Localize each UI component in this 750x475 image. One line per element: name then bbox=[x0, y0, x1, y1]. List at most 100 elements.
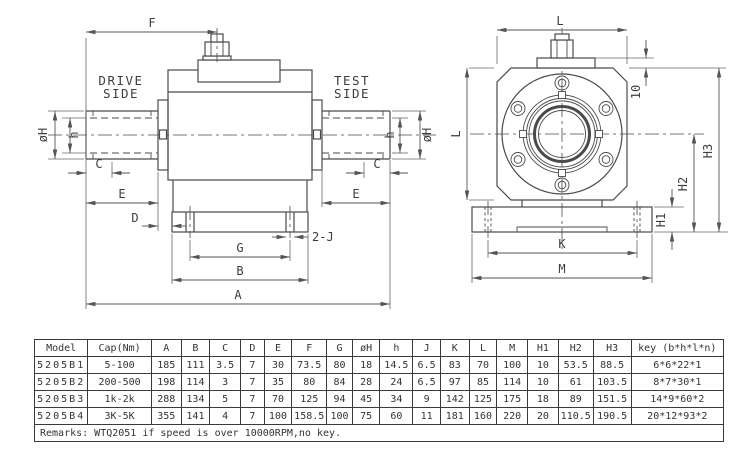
table-header-cell: H1 bbox=[527, 339, 559, 357]
table-cell: 84 bbox=[326, 373, 353, 391]
table-cell: 80 bbox=[291, 373, 328, 391]
front-view-drawing: L L 10 H1 H2 bbox=[449, 14, 728, 283]
table-cell: 142 bbox=[439, 390, 470, 408]
dim-label-h3: H3 bbox=[701, 144, 715, 158]
dimension-h3: H3 bbox=[701, 68, 722, 232]
dim-label-m: M bbox=[558, 262, 565, 276]
callout-2j: 2-J bbox=[272, 230, 334, 244]
table-cell: 53.5 bbox=[557, 356, 594, 374]
dim-label-l: L bbox=[556, 14, 563, 28]
table-cell: 20*12*93*2 bbox=[630, 407, 725, 425]
dimension-a: A bbox=[86, 288, 390, 307]
table-cell: 5205B2 bbox=[33, 373, 89, 391]
table-cell: 8*7*30*1 bbox=[630, 373, 725, 391]
dim-label-f: F bbox=[148, 16, 155, 30]
table-cell: 125 bbox=[291, 390, 328, 408]
table-cell: 7 bbox=[240, 373, 265, 391]
table-cell: 14*9*60*2 bbox=[630, 390, 725, 408]
table-cell: 100 bbox=[326, 407, 353, 425]
table-cell: 160 bbox=[468, 407, 498, 425]
table-cell: 220 bbox=[496, 407, 529, 425]
table-cell: 6.5 bbox=[412, 356, 441, 374]
dim-label-10: 10 bbox=[629, 85, 643, 99]
test-flange-ring bbox=[311, 99, 323, 171]
test-side-label: SIDE bbox=[334, 86, 370, 101]
dimension-b: B bbox=[171, 234, 309, 284]
table-cell: 5205B3 bbox=[33, 390, 89, 408]
sensor-body bbox=[157, 28, 323, 181]
test-side-label: TEST bbox=[334, 73, 370, 88]
table-cell: 18 bbox=[527, 390, 559, 408]
table-header-cell: C bbox=[209, 339, 242, 357]
table-cell: 125 bbox=[468, 390, 498, 408]
dim-label-d: D bbox=[131, 211, 138, 225]
table-cell: 7 bbox=[240, 407, 265, 425]
table-cell: 83 bbox=[439, 356, 470, 374]
connector-icon bbox=[550, 39, 574, 59]
table-header-cell: D bbox=[240, 339, 265, 357]
table-header-cell: H3 bbox=[592, 339, 632, 357]
table-cell: 355 bbox=[150, 407, 182, 425]
dimension-h-left: h bbox=[62, 117, 86, 154]
dim-label-phi-h: øH bbox=[36, 128, 50, 142]
dim-label-phi-h: øH bbox=[420, 128, 434, 142]
shaft-bore bbox=[533, 105, 591, 163]
table-cell: 200-500 bbox=[87, 373, 152, 391]
table-cell: 73.5 bbox=[291, 356, 328, 374]
table-header-cell: H2 bbox=[557, 339, 594, 357]
dimension-c-left: C bbox=[68, 157, 130, 178]
table-cell: 3K-5K bbox=[87, 407, 152, 425]
table-cell: 10 bbox=[527, 373, 559, 391]
dim-label-g: G bbox=[236, 241, 243, 255]
table-cell: 70 bbox=[263, 390, 293, 408]
table-cell: 114 bbox=[180, 373, 211, 391]
table-cell: 198 bbox=[150, 373, 182, 391]
dimension-l-top: L bbox=[496, 14, 628, 64]
table-cell: 3 bbox=[209, 373, 242, 391]
table-cell: 134 bbox=[180, 390, 211, 408]
test-shaft bbox=[322, 110, 391, 160]
table-cell: 10 bbox=[527, 356, 559, 374]
dim-label-h2: H2 bbox=[676, 177, 690, 191]
table-cell: 5205B1 bbox=[33, 356, 89, 374]
dim-label-2j: 2-J bbox=[312, 230, 334, 244]
drive-side-label: SIDE bbox=[103, 86, 139, 101]
table-header-cell: K bbox=[439, 339, 470, 357]
table-cell: 9 bbox=[412, 390, 441, 408]
table-header-cell: F bbox=[291, 339, 328, 357]
table-cell: 185 bbox=[150, 356, 182, 374]
table-cell: 60 bbox=[379, 407, 414, 425]
table-cell: 35 bbox=[263, 373, 293, 391]
drive-flange-ring bbox=[157, 99, 169, 171]
dimension-l-left: L bbox=[449, 67, 494, 201]
table-cell: 80 bbox=[326, 356, 353, 374]
dim-label-e: E bbox=[352, 187, 359, 201]
table-cell: 5205B4 bbox=[33, 407, 89, 425]
technical-drawing: DRIVE SIDE TEST SIDE F øH h bbox=[36, 14, 728, 309]
dim-label-h: h bbox=[67, 131, 81, 138]
table-cell: 175 bbox=[496, 390, 529, 408]
mounting-base bbox=[171, 180, 309, 238]
table-cell: 114 bbox=[496, 373, 529, 391]
dimension-h-right: h bbox=[383, 117, 408, 154]
dimension-h1: H1 bbox=[654, 189, 675, 250]
table-cell: 28 bbox=[351, 373, 381, 391]
table-header-cell: key (b*h*l*n) bbox=[630, 339, 725, 357]
table-cell: 5-100 bbox=[87, 356, 152, 374]
table-cell: 6*6*22*1 bbox=[630, 356, 725, 374]
dim-label-c: C bbox=[373, 157, 380, 171]
table-cell: 11 bbox=[412, 407, 441, 425]
dimension-phi-h-left: øH bbox=[36, 110, 84, 160]
dimension-e-left: E bbox=[86, 172, 159, 231]
table-cell: 110.5 bbox=[557, 407, 594, 425]
keyway-notch bbox=[595, 130, 603, 138]
front-body-outline bbox=[496, 67, 628, 201]
table-cell: 1k-2k bbox=[87, 390, 152, 408]
keyway-notch bbox=[519, 130, 527, 138]
table-cell: 5 bbox=[209, 390, 242, 408]
